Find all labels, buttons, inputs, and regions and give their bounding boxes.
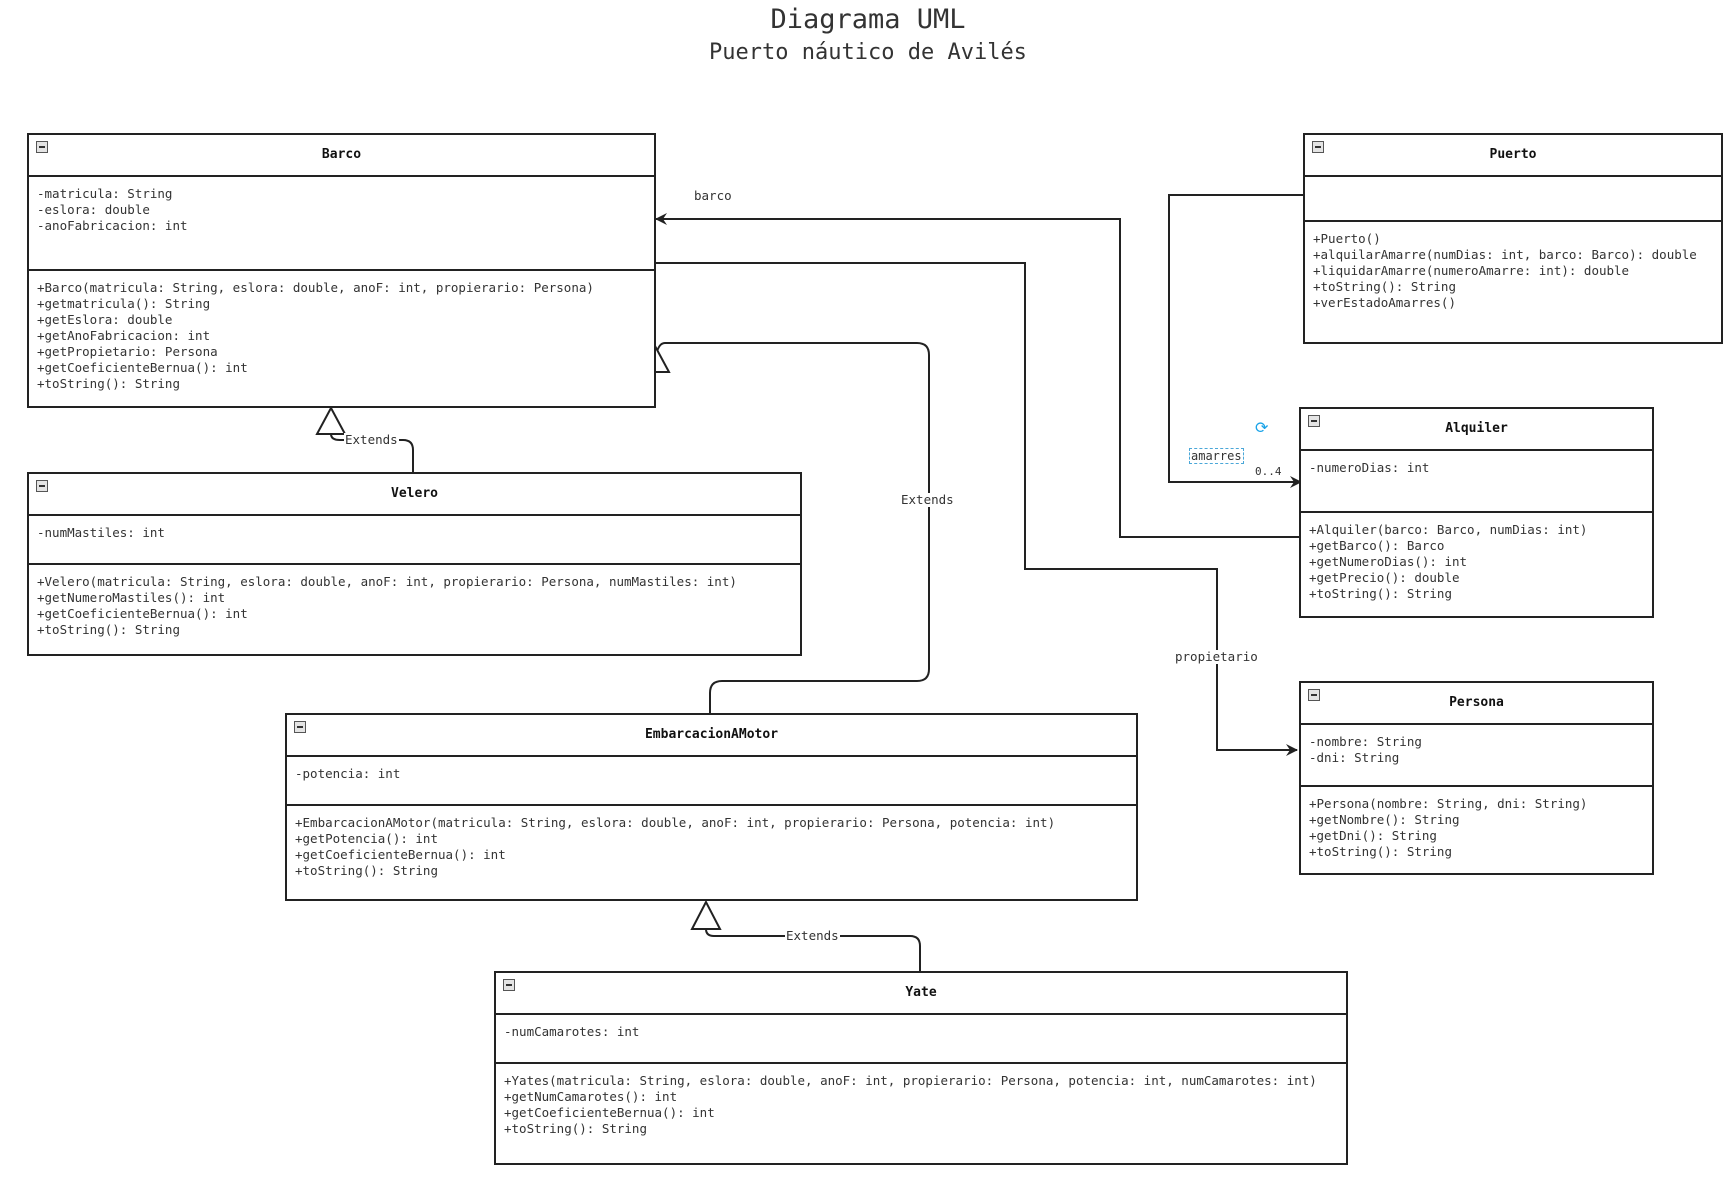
- attributes-section: -nombre: String -dni: String: [1301, 725, 1652, 787]
- method: +toString(): String: [1309, 844, 1452, 859]
- collapse-icon[interactable]: [1308, 415, 1320, 427]
- method: +getPrecio(): double: [1309, 570, 1460, 585]
- method: +Persona(nombre: String, dni: String): [1309, 796, 1588, 811]
- methods-section: +Velero(matricula: String, eslora: doubl…: [29, 565, 800, 638]
- method: +Yates(matricula: String, eslora: double…: [504, 1073, 1317, 1088]
- class-persona[interactable]: Persona -nombre: String -dni: String +Pe…: [1299, 681, 1654, 875]
- method: +getPotencia(): int: [295, 831, 438, 846]
- method: +liquidarAmarre(numeroAmarre: int): doub…: [1313, 263, 1630, 278]
- label-extends-motor: Extends: [900, 492, 955, 507]
- class-name: EmbarcacionAMotor: [644, 727, 779, 742]
- inheritance-arrow-velero: [315, 405, 347, 435]
- class-name: Yate: [905, 985, 937, 1000]
- class-name: Velero: [391, 486, 438, 501]
- method: +getAnoFabricacion: int: [37, 328, 211, 343]
- diagram-subtitle: Puerto náutico de Avilés: [709, 40, 1027, 65]
- methods-section: +Persona(nombre: String, dni: String) +g…: [1301, 787, 1652, 860]
- inheritance-motor-barco[interactable]: [654, 342, 930, 713]
- attribute: -potencia: int: [295, 766, 401, 781]
- attributes-section: -numeroDias: int: [1301, 451, 1652, 513]
- diagram-title: Diagrama UML: [770, 4, 966, 35]
- label-extends-yate: Extends: [785, 928, 840, 943]
- method: +verEstadoAmarres(): [1313, 295, 1456, 310]
- method: +getmatricula(): String: [37, 296, 211, 311]
- method: +getDni(): String: [1309, 828, 1437, 843]
- class-puerto[interactable]: Puerto +Puerto() +alquilarAmarre(numDias…: [1303, 133, 1723, 344]
- inheritance-yate-motor[interactable]: [705, 928, 921, 971]
- method: +Barco(matricula: String, eslora: double…: [37, 280, 594, 295]
- attribute: -dni: String: [1309, 750, 1400, 765]
- method: +getCoeficienteBernua(): int: [37, 360, 248, 375]
- association-alquiler-barco[interactable]: [655, 213, 1301, 538]
- method: +getNumeroDias(): int: [1309, 554, 1468, 569]
- class-velero[interactable]: Velero -numMastiles: int +Velero(matricu…: [27, 472, 802, 656]
- method: +toString(): String: [295, 863, 438, 878]
- attribute: -nombre: String: [1309, 734, 1422, 749]
- collapse-icon[interactable]: [36, 480, 48, 492]
- method: +getBarco(): Barco: [1309, 538, 1445, 553]
- methods-section: +Alquiler(barco: Barco, numDias: int) +g…: [1301, 513, 1652, 602]
- attribute: -anoFabricacion: int: [37, 218, 188, 233]
- association-barco-persona[interactable]: [656, 262, 1298, 756]
- attribute: -numCamarotes: int: [504, 1024, 640, 1039]
- label-barco: barco: [693, 188, 733, 203]
- collapse-icon[interactable]: [1308, 689, 1320, 701]
- class-name: Alquiler: [1445, 421, 1508, 436]
- attributes-section: -matricula: String -eslora: double -anoF…: [29, 177, 654, 271]
- method: +getNumCamarotes(): int: [504, 1089, 678, 1104]
- collapse-icon[interactable]: [1312, 141, 1324, 153]
- method: +toString(): String: [37, 622, 180, 637]
- attribute: -numMastiles: int: [37, 525, 165, 540]
- association-puerto-alquiler[interactable]: [1168, 194, 1303, 488]
- class-yate[interactable]: Yate -numCamarotes: int +Yates(matricula…: [494, 971, 1348, 1165]
- method: +getCoeficienteBernua(): int: [504, 1105, 715, 1120]
- attributes-section: [1305, 177, 1721, 222]
- collapse-icon[interactable]: [294, 721, 306, 733]
- collapse-icon[interactable]: [503, 979, 515, 991]
- method: +Velero(matricula: String, eslora: doubl…: [37, 574, 737, 589]
- method: +toString(): String: [37, 376, 180, 391]
- method: +EmbarcacionAMotor(matricula: String, es…: [295, 815, 1056, 830]
- class-name: Barco: [321, 147, 362, 162]
- method: +toString(): String: [1313, 279, 1456, 294]
- methods-section: +EmbarcacionAMotor(matricula: String, es…: [287, 806, 1136, 879]
- label-multiplicity: 0..4: [1255, 465, 1282, 478]
- inheritance-velero-barco[interactable]: [330, 433, 414, 472]
- attributes-section: -numCamarotes: int: [496, 1015, 1346, 1064]
- class-alquiler[interactable]: Alquiler -numeroDias: int +Alquiler(barc…: [1299, 407, 1654, 618]
- class-barco[interactable]: Barco -matricula: String -eslora: double…: [27, 133, 656, 408]
- method: +getPropietario: Persona: [37, 344, 218, 359]
- attributes-section: -numMastiles: int: [29, 516, 800, 565]
- method: +toString(): String: [1309, 586, 1452, 601]
- method: +toString(): String: [504, 1121, 647, 1136]
- class-embarcacion-a-motor[interactable]: EmbarcacionAMotor -potencia: int +Embarc…: [285, 713, 1138, 901]
- method: +getNumeroMastiles(): int: [37, 590, 226, 605]
- attribute: -matricula: String: [37, 186, 173, 201]
- methods-section: +Barco(matricula: String, eslora: double…: [29, 271, 654, 392]
- label-amarres[interactable]: amarres: [1189, 448, 1244, 464]
- method: +alquilarAmarre(numDias: int, barco: Bar…: [1313, 247, 1697, 262]
- method: +getNombre(): String: [1309, 812, 1460, 827]
- attributes-section: -potencia: int: [287, 757, 1136, 806]
- class-name: Puerto: [1489, 147, 1537, 162]
- label-propietario: propietario: [1174, 649, 1259, 664]
- attribute: -eslora: double: [37, 202, 150, 217]
- label-extends-velero: Extends: [344, 432, 399, 447]
- methods-section: +Yates(matricula: String, eslora: double…: [496, 1064, 1346, 1137]
- methods-section: +Puerto() +alquilarAmarre(numDias: int, …: [1305, 222, 1721, 311]
- collapse-icon[interactable]: [36, 141, 48, 153]
- attribute: -numeroDias: int: [1309, 460, 1430, 475]
- method: +getEslora: double: [37, 312, 173, 327]
- inheritance-arrow-yate: [690, 899, 722, 930]
- method: +getCoeficienteBernua(): int: [37, 606, 248, 621]
- method: +Puerto(): [1313, 231, 1381, 246]
- method: +getCoeficienteBernua(): int: [295, 847, 506, 862]
- class-name: Persona: [1449, 695, 1504, 710]
- refresh-icon[interactable]: ⟳: [1255, 418, 1269, 437]
- method: +Alquiler(barco: Barco, numDias: int): [1309, 522, 1588, 537]
